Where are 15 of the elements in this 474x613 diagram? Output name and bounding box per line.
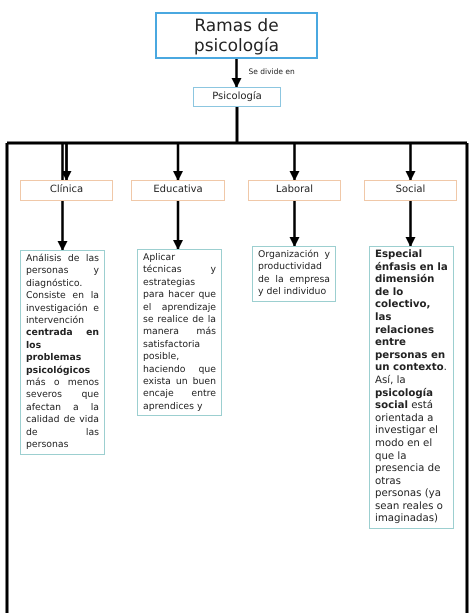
category-box: Laboral (248, 180, 341, 201)
arrow (406, 201, 416, 247)
arrow (232, 59, 242, 88)
category-box: Educativa (131, 180, 225, 201)
description-box: Organización y productividad de la empresa y del individuo (252, 246, 336, 302)
category-box: Social (364, 180, 457, 201)
description-box: Análisis de las personas y diagnóstico. Consiste en la investigación e intervención centrada en los problemas psicológicos más o menos severos que afectan a la calidad de vida de las personas (20, 250, 105, 454)
description-box: Aplicar técnicas y estrategias para hacer que el aprendizaje se realice de la manera más satisfactoria posible, haciendo que exista un buen encaje entre aprendices y (137, 249, 222, 416)
title-box: Ramas de psicología (155, 12, 318, 59)
arrow (236, 107, 416, 181)
description-box: Especial énfasis en la dimensión de lo colectivo, las relaciones entre personas en un contexto. Así, la psicología social está orientada a investigar el modo en el que la presencia de otras personas (ya sean reales o imaginadas) (369, 246, 454, 530)
topic-box: Psicología (193, 87, 281, 107)
arrow (173, 201, 183, 250)
arrow (290, 201, 300, 247)
category-box: Clínica (20, 180, 113, 201)
